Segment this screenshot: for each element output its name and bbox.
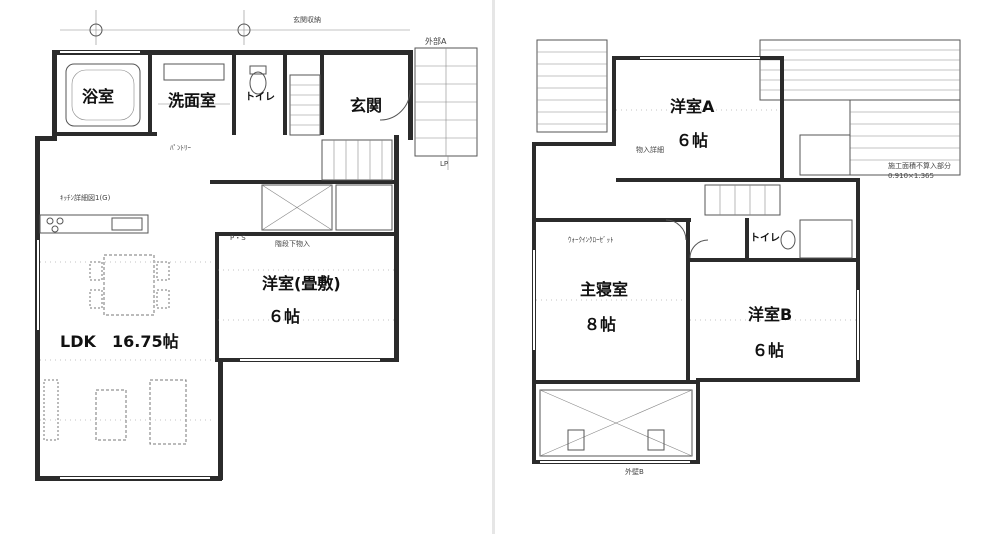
room-label-master: 主寝室 xyxy=(580,280,628,299)
room-label-western-tatami: 洋室(畳敷) xyxy=(262,274,341,293)
first-floor-plan: 外部A LP ｷｯﾁﾝ詳細図1(G) ﾊﾟﾝﾄﾘｰ xyxy=(35,10,478,481)
room-label-ldk: LDK xyxy=(60,332,96,351)
room-size-western-tatami: ６帖 xyxy=(268,307,300,326)
lp-label: LP xyxy=(440,160,448,168)
walkin-note: ｳｫｰｸｲﾝｸﾛｰｾﾞｯﾄ xyxy=(568,236,614,244)
roof-right xyxy=(759,39,961,176)
room-label-toilet: トイレ xyxy=(245,91,275,103)
porch xyxy=(414,47,478,170)
room-label-entrance: 玄関 xyxy=(350,96,382,115)
balcony-note: 外壁B xyxy=(625,467,644,476)
storage-note-2f: 物入詳細 xyxy=(636,145,664,154)
room-label-washroom: 洗面室 xyxy=(168,91,216,110)
ps-note: P・S xyxy=(230,234,246,242)
roof-left xyxy=(536,39,608,133)
kitchen-note: ｷｯﾁﾝ詳細図1(G) xyxy=(60,193,111,202)
room-size-western-b: ６帖 xyxy=(752,341,784,360)
balcony xyxy=(539,389,693,457)
page-divider xyxy=(492,0,495,534)
second-floor-plan: 外壁B ｳｫｰｸｲﾝｸﾛｰｾﾞｯﾄ 物入詳細 施工面積不算入部分 0.910×1… xyxy=(532,39,961,476)
storage-note: 階段下物入 xyxy=(275,239,310,248)
living-furniture xyxy=(43,379,187,445)
area-value: 0.910×1.365 xyxy=(888,172,934,180)
compass-marker-icon xyxy=(237,23,251,37)
room-label-western-a: 洋室A xyxy=(670,97,715,116)
outside-a-label: 外部A xyxy=(425,36,447,46)
room-size-western-a: ６帖 xyxy=(676,131,708,150)
entry-storage-note: 玄関収納 xyxy=(293,15,321,24)
stairs xyxy=(289,74,393,181)
compass-marker-icon xyxy=(89,23,103,37)
dining-furniture xyxy=(89,254,170,316)
area-note: 施工面積不算入部分 xyxy=(888,161,951,170)
room-size-master: ８帖 xyxy=(584,315,616,334)
room-size-ldk: 16.75帖 xyxy=(112,332,179,351)
room-label-bath: 浴室 xyxy=(82,87,114,106)
room-label-toilet-2f: トイレ xyxy=(750,232,780,244)
pantry-note: ﾊﾟﾝﾄﾘｰ xyxy=(170,144,191,152)
kitchen-counter xyxy=(39,214,149,234)
room-label-western-b: 洋室B xyxy=(748,305,792,324)
upper-stairs xyxy=(704,184,781,216)
